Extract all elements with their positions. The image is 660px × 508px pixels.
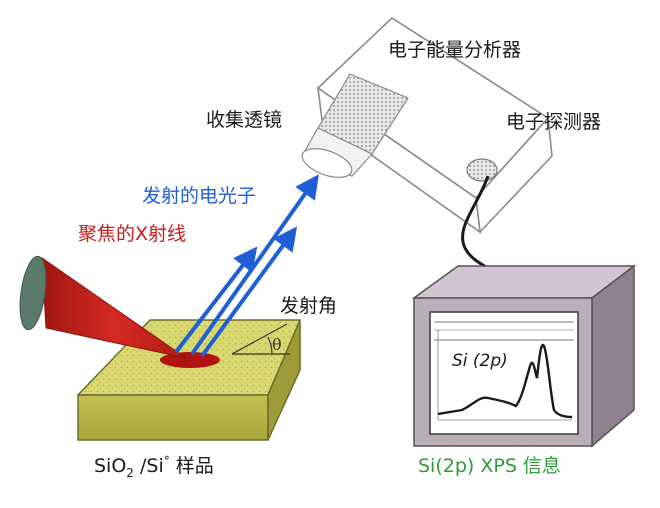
xray-beam <box>19 255 187 359</box>
theta-symbol: θ <box>272 335 282 354</box>
electron-arrows <box>174 174 319 358</box>
xps-spectrum-curve <box>437 343 573 419</box>
analyzer-label: 电子能量分析器 <box>388 39 521 61</box>
emitted-electrons-label: 发射的电光子 <box>142 185 256 207</box>
emission-angle-marker <box>231 323 290 355</box>
sample-label: SiO2 /Si° 样品 <box>94 454 214 480</box>
monitor-screen <box>429 311 579 435</box>
xray-label: 聚焦的X射线 <box>78 223 186 245</box>
spectrum-peak-label: Si (2p) <box>452 351 508 371</box>
collection-lens <box>301 73 409 178</box>
lens-label: 收集透镜 <box>206 109 282 131</box>
detector-label: 电子探测器 <box>506 111 601 133</box>
emission-angle-label: 发射角 <box>280 295 337 317</box>
detector-port <box>466 158 498 182</box>
xps-info-label: Si(2p) XPS 信息 <box>418 455 561 477</box>
xps-monitor <box>411 264 637 448</box>
